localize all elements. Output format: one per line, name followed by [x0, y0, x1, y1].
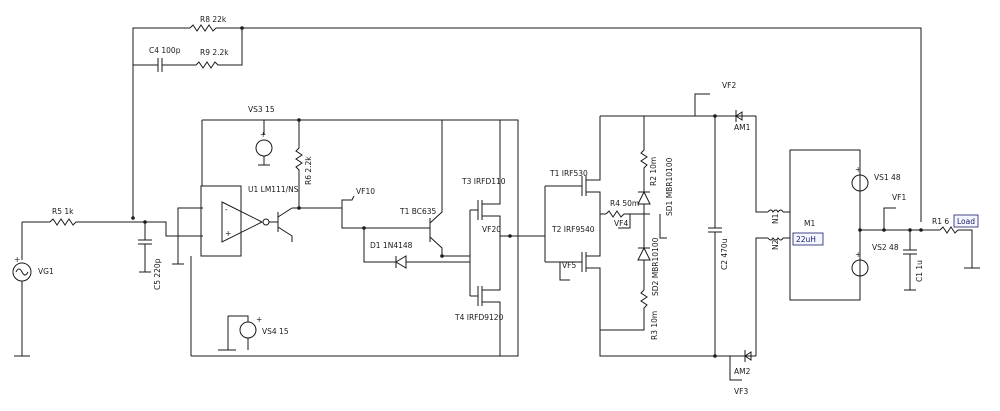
label-vf5: VF5: [562, 261, 576, 270]
label-vf20: VF20: [482, 225, 501, 234]
label-vf1: VF1: [892, 193, 906, 202]
capacitor-c4: [150, 58, 196, 72]
winding-n2: [767, 237, 784, 241]
label-vf4: VF4: [614, 219, 628, 228]
label-am2: AM2: [734, 367, 751, 376]
label-vs4: VS4 15: [262, 327, 289, 336]
capacitor-c1: [903, 230, 917, 291]
diode-sd1: [637, 186, 651, 214]
label-vf3: VF3: [734, 387, 748, 396]
resistor-r4: [605, 210, 625, 218]
driver-supply: + VS3 15 R6 2.2k VF10 + VS4 15: [190, 105, 519, 357]
label-t3: T3 IRFD110: [461, 177, 506, 186]
diode-sd2: [637, 246, 651, 290]
svg-text:+: +: [14, 255, 20, 264]
vs2-source: [851, 259, 869, 277]
resistor-r2: [640, 116, 648, 186]
label-r9: R9 2.2k: [200, 48, 229, 57]
svg-text:+: +: [260, 130, 266, 139]
svg-text:+: +: [256, 315, 262, 324]
label-load: Load: [957, 217, 975, 226]
label-t2irf: T2 IRF9540: [551, 225, 595, 234]
capacitor-c5: [138, 222, 152, 273]
label-sd1: SD1 MBR10100: [665, 157, 674, 216]
label-c5: C5 220p: [153, 258, 162, 290]
input-stage: + VG1 R5 1k C5 220p: [12, 207, 203, 357]
svg-text:+: +: [855, 250, 861, 259]
label-r8: R8 22k: [200, 15, 227, 24]
power-stage: T1 IRF530 T2 IRF9540 VF5 R4 50m VF4 R2 1…: [544, 81, 756, 396]
diode-d1: [395, 255, 470, 269]
totem-pole: T3 IRFD110 T4 IRFD9120 VF20: [454, 120, 545, 356]
capacitor-c2: [708, 116, 722, 356]
resistor-r6: [295, 120, 303, 208]
label-vs3: VS3 15: [248, 105, 275, 114]
label-n2: N2: [771, 239, 780, 250]
vs3-source: [255, 139, 273, 157]
label-vs1: VS1 48: [874, 173, 901, 182]
vs4-source: [239, 321, 257, 339]
resistor-r9: [195, 28, 243, 69]
label-c4: C4 100p: [149, 46, 181, 55]
label-c2: C2 470u: [720, 238, 729, 270]
label-am1: AM1: [734, 123, 751, 132]
label-c1: C1 1u: [915, 260, 924, 282]
label-n1: N1: [771, 213, 780, 224]
resistor-r1: [939, 226, 959, 234]
label-t1bc: T1 BC635: [399, 207, 437, 216]
comparator-u1: - + U1 LM111/NS: [200, 185, 300, 257]
label-vs2: VS2 48: [872, 243, 899, 252]
label-u1: U1 LM111/NS: [248, 185, 299, 194]
winding-n1: [767, 209, 784, 213]
label-vf2: VF2: [722, 81, 736, 90]
bjt-driver: T1 BC635 D1 1N4148: [341, 120, 470, 269]
label-sd2: SD2 MBR10100: [651, 237, 660, 296]
vs1-source: [851, 174, 869, 192]
label-t1irf: T1 IRF530: [549, 169, 588, 178]
label-r3: R3 10m: [650, 311, 659, 340]
svg-text:-: -: [225, 205, 228, 214]
label-t4: T4 IRFD9120: [454, 313, 504, 322]
svg-text:+: +: [225, 229, 231, 238]
svg-text:+: +: [855, 165, 861, 174]
label-r1: R1 6: [932, 217, 949, 226]
label-inductance: 22uH: [796, 235, 816, 244]
label-vf10: VF10: [356, 187, 375, 196]
motor-m1: N1 N2 M1 22uH + + VS1 48 VS2 48 VF1: [755, 116, 921, 356]
label-m1: M1: [804, 219, 815, 228]
label-r6: R6 2.2k: [304, 156, 313, 185]
resistor-r3: [600, 289, 648, 331]
label-r2: R2 10m: [649, 157, 658, 186]
label-r5: R5 1k: [52, 207, 74, 216]
output-load: C1 1u R1 6 Load: [903, 214, 980, 291]
feedback-network: R8 22k C4 100p R9 2.2k: [132, 15, 922, 222]
label-d1: D1 1N4148: [370, 241, 413, 250]
label-r4: R4 50m: [610, 199, 639, 208]
resistor-r5: [49, 218, 77, 226]
label-vg1: VG1: [38, 267, 54, 276]
load-box: [953, 214, 979, 228]
resistor-r8: [189, 24, 217, 32]
inductance-box: [792, 232, 824, 246]
